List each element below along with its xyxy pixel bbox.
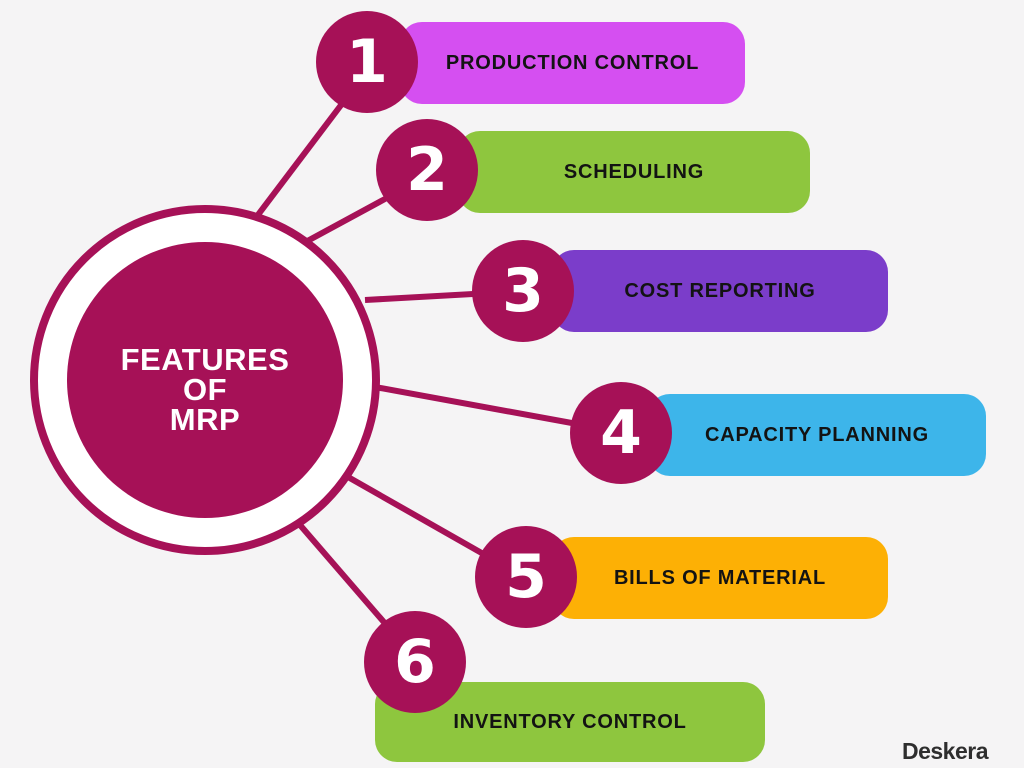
- central-title: FEATURES OF MRP: [120, 342, 290, 437]
- number-4: 4: [600, 398, 642, 468]
- number-5: 5: [505, 542, 547, 612]
- number-2: 2: [406, 135, 448, 205]
- number-6: 6: [394, 627, 436, 697]
- feature-label-capacity-planning: CAPACITY PLANNING: [705, 423, 929, 446]
- number-1: 1: [346, 27, 388, 97]
- feature-label-production-control: PRODUCTION CONTROL: [445, 51, 700, 74]
- feature-bar-scheduling: SCHEDULING: [458, 131, 810, 213]
- feature-bar-cost-reporting: COST REPORTING: [552, 250, 888, 332]
- feature-bar-bills-of-material: BILLS OF MATERIAL: [552, 537, 888, 619]
- feature-label-cost-reporting: COST REPORTING: [624, 279, 816, 302]
- number-badge-6: 6: [364, 611, 466, 713]
- number-3: 3: [502, 256, 544, 326]
- number-badge-4: 4: [570, 382, 672, 484]
- feature-label-scheduling: SCHEDULING: [563, 160, 705, 183]
- feature-label-bills-of-material: BILLS OF MATERIAL: [613, 566, 827, 589]
- central-circle-ring: FEATURES OF MRP: [30, 205, 380, 555]
- feature-label-inventory-control: INVENTORY CONTROL: [453, 710, 687, 733]
- number-badge-1: 1: [316, 11, 418, 113]
- central-circle: FEATURES OF MRP: [67, 242, 343, 518]
- number-badge-3: 3: [472, 240, 574, 342]
- feature-bar-production-control: PRODUCTION CONTROL: [400, 22, 745, 104]
- deskera-logo: Deskera: [901, 738, 989, 764]
- feature-bar-capacity-planning: CAPACITY PLANNING: [648, 394, 986, 476]
- number-badge-2: 2: [376, 119, 478, 221]
- number-badge-5: 5: [475, 526, 577, 628]
